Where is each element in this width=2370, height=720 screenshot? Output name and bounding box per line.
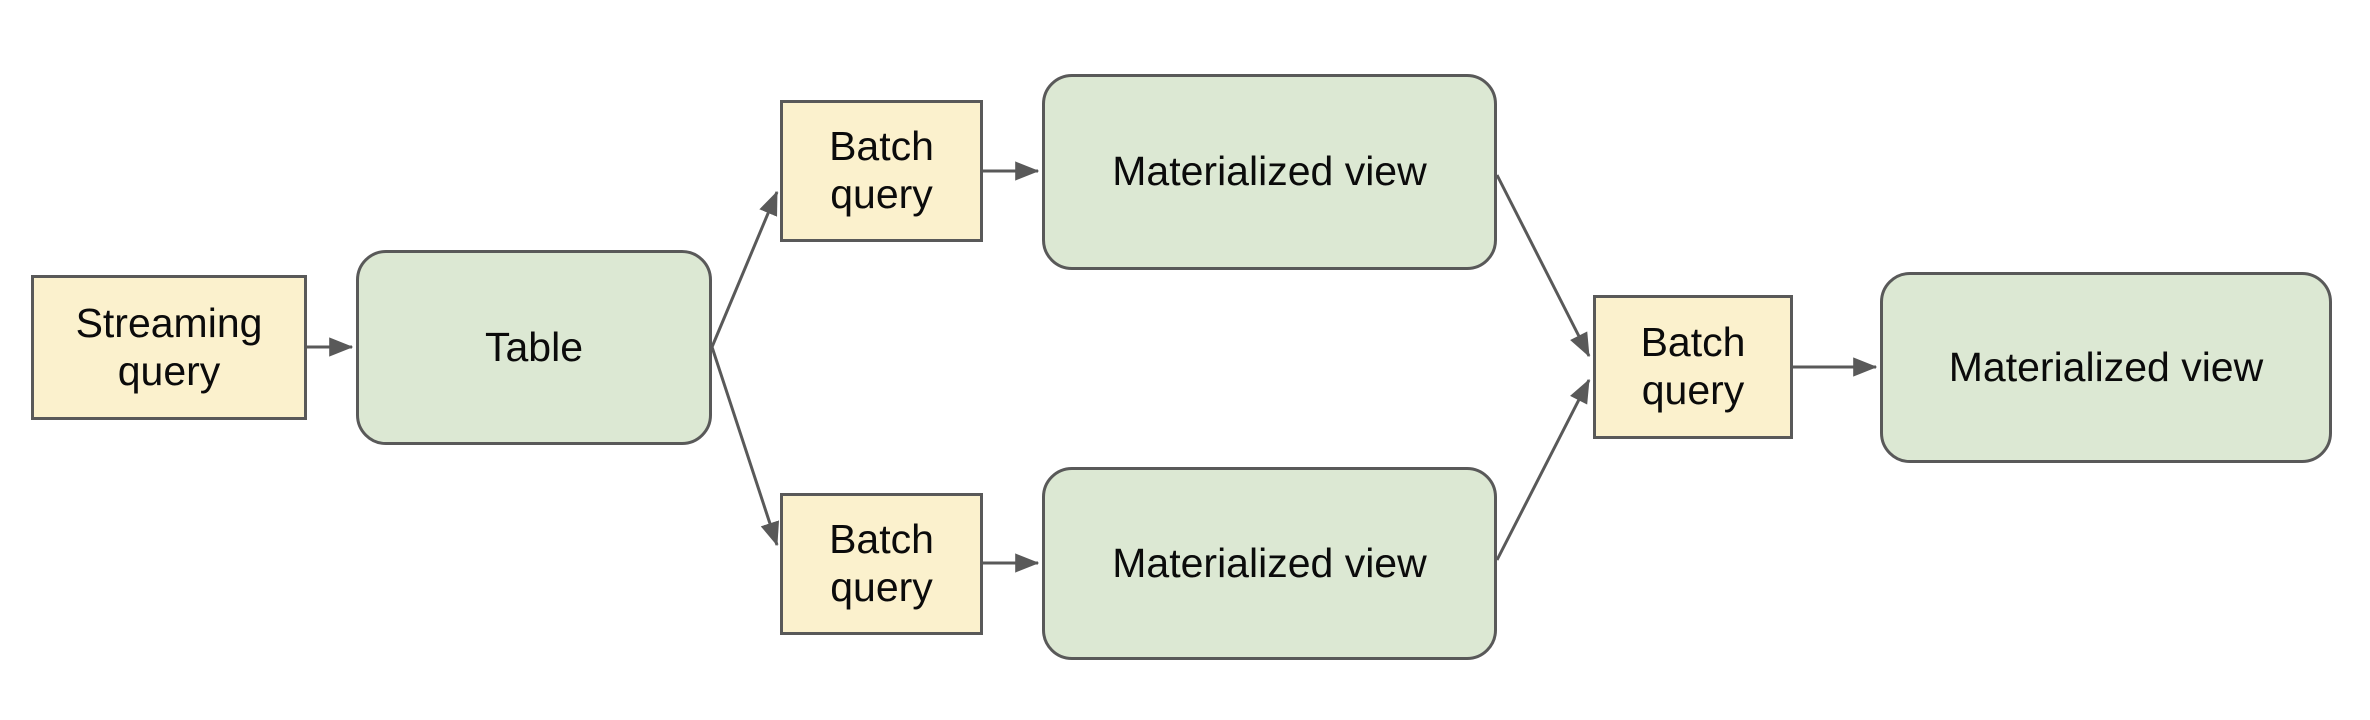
edge-table-to-batch-query-bottom xyxy=(710,346,780,547)
node-table-label: Table xyxy=(484,323,583,370)
node-streaming-query-label: Streaming query xyxy=(75,299,263,394)
edge-mv-top-to-batch-query-final xyxy=(1495,174,1591,358)
node-materialized-view-top-label: Materialized view xyxy=(1112,148,1427,195)
node-batch-query-top: Batch query xyxy=(780,100,983,242)
edge-mv-bottom-to-batch-query-final xyxy=(1495,378,1591,561)
node-materialized-view-bottom-label: Materialized view xyxy=(1112,539,1427,586)
node-batch-query-bottom: Batch query xyxy=(780,493,983,635)
node-batch-query-final: Batch query xyxy=(1593,295,1793,439)
node-batch-query-top-label: Batch query xyxy=(829,123,934,217)
node-streaming-query: Streaming query xyxy=(31,275,307,420)
node-batch-query-final-label: Batch query xyxy=(1640,319,1746,413)
node-materialized-view-final-label: Materialized view xyxy=(1948,343,2264,390)
node-materialized-view-top: Materialized view xyxy=(1042,74,1497,270)
node-materialized-view-bottom: Materialized view xyxy=(1042,467,1497,660)
edge-table-to-batch-query-top xyxy=(710,190,779,348)
node-materialized-view-final: Materialized view xyxy=(1880,272,2332,463)
node-table: Table xyxy=(356,250,712,445)
node-batch-query-bottom-label: Batch query xyxy=(829,516,934,610)
